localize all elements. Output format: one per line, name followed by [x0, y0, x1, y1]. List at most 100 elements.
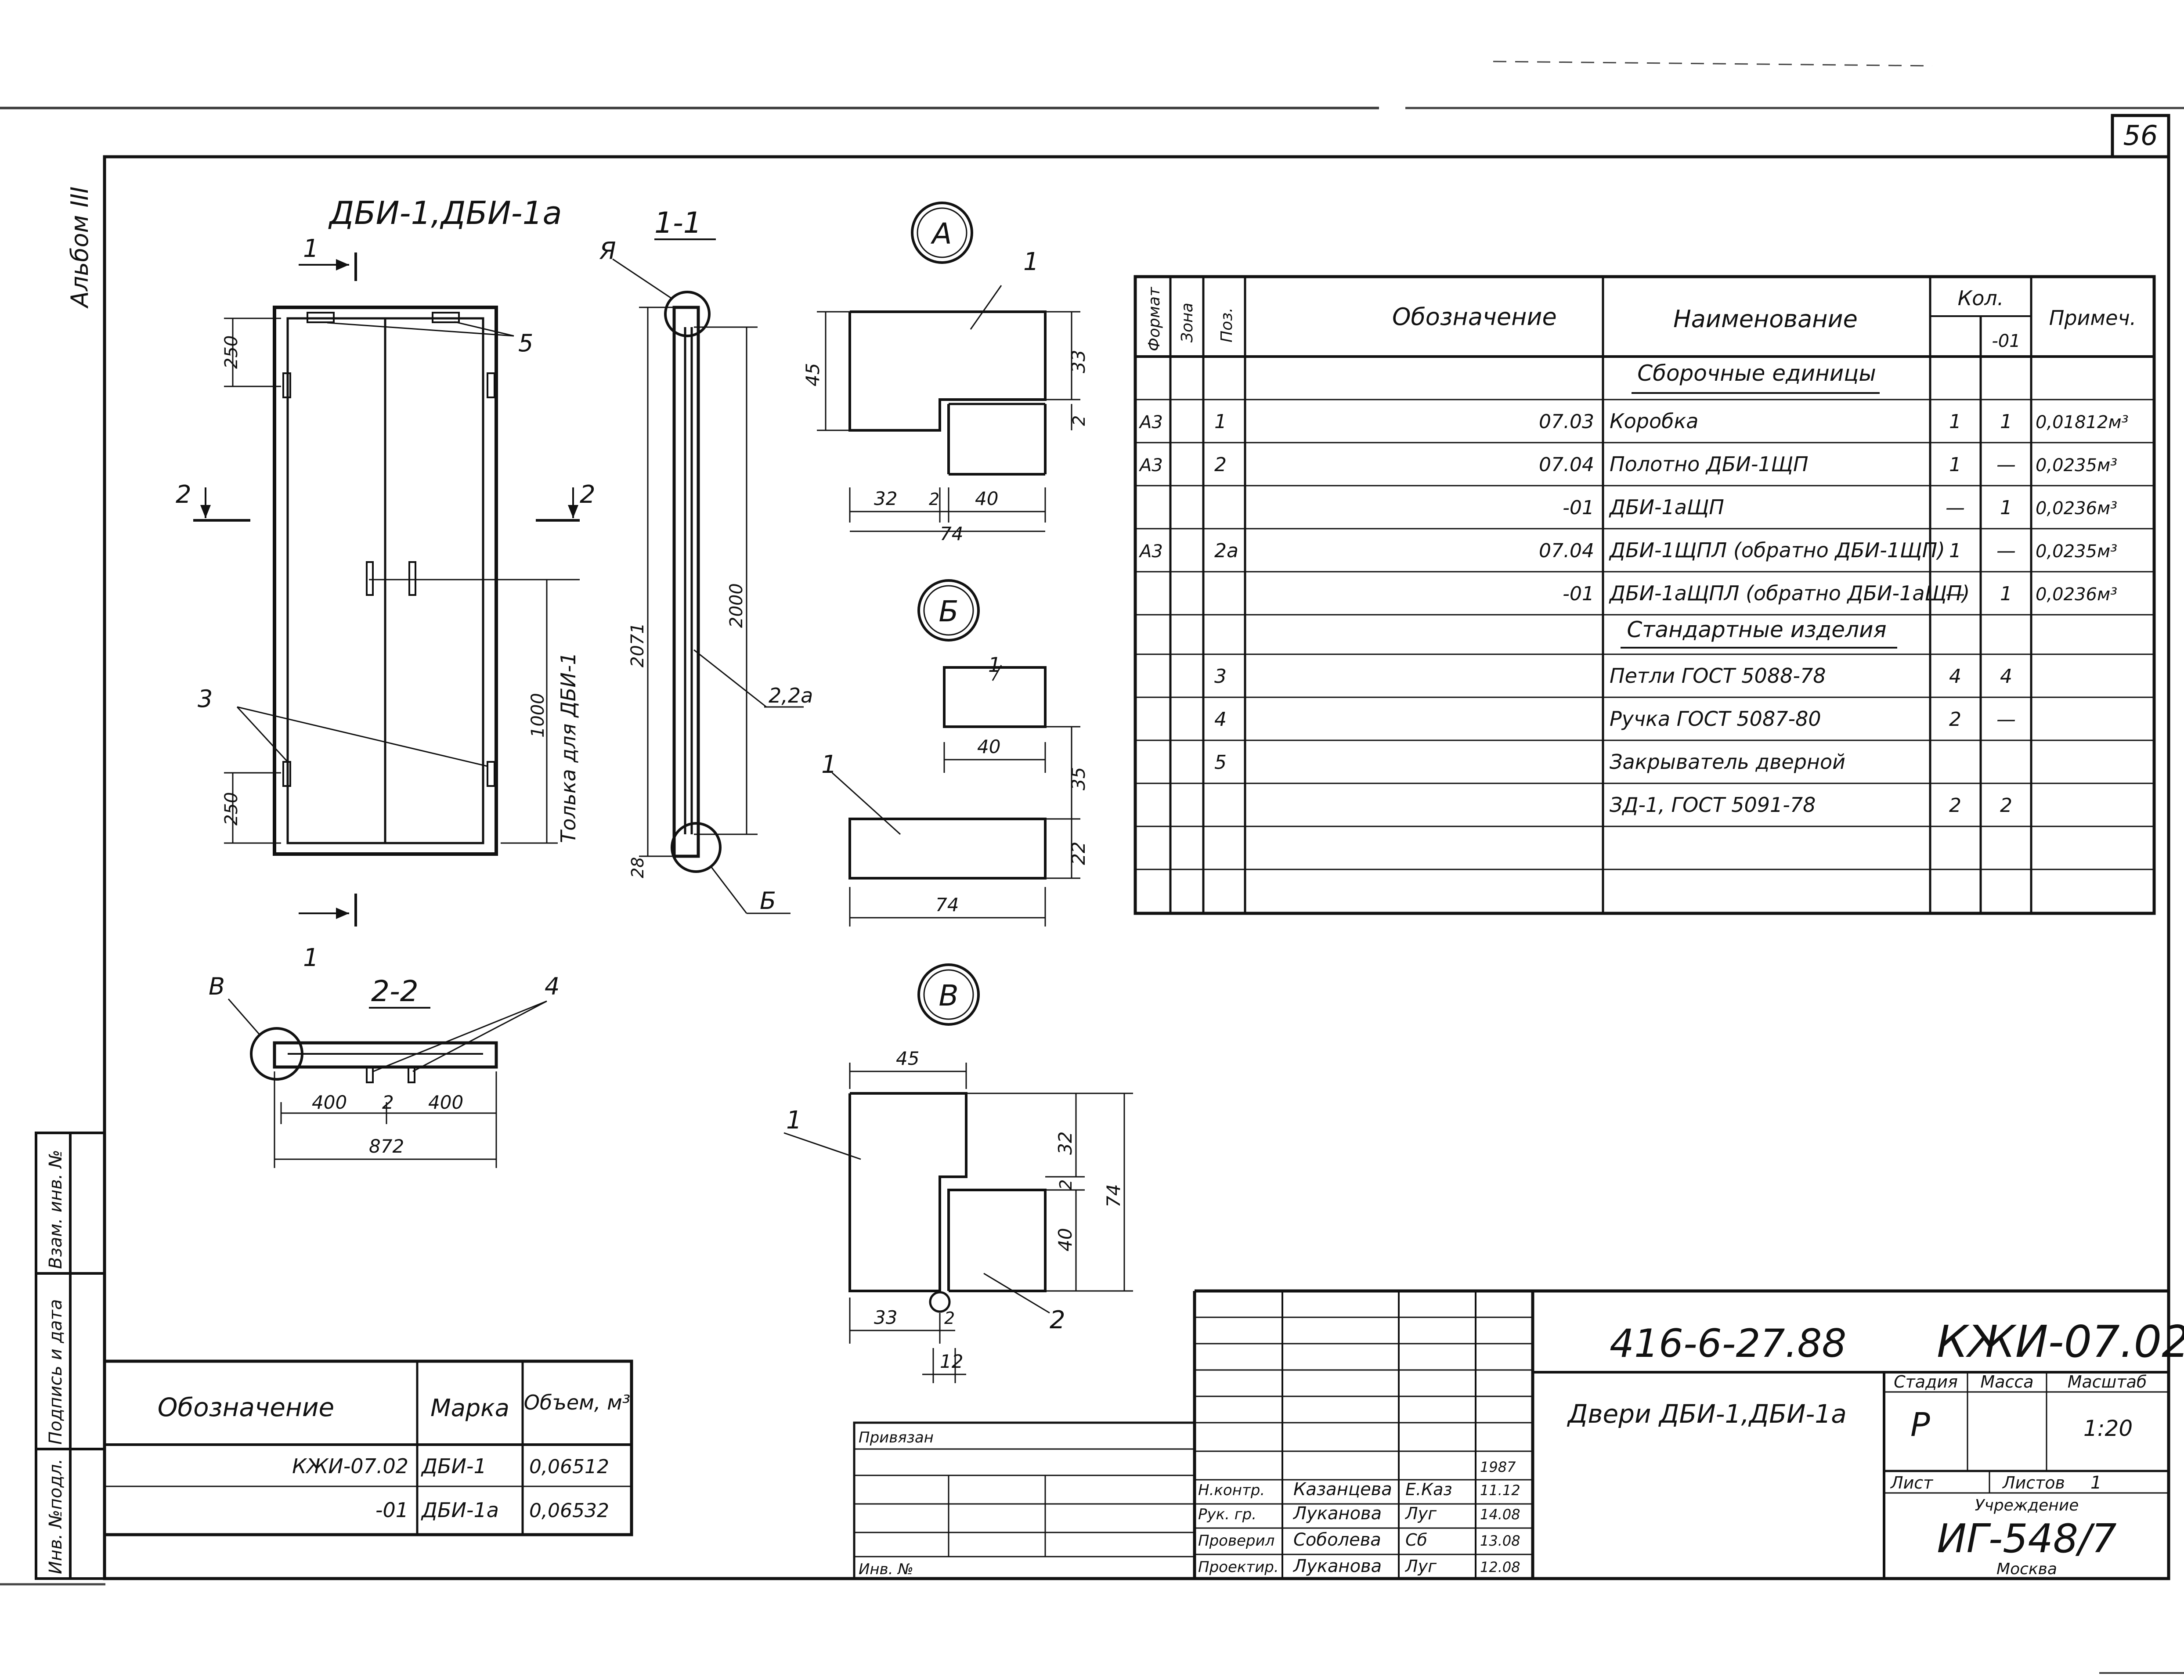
detail-a-callout-1: 1	[1023, 248, 1039, 276]
title-org-label: Учреждение	[1975, 1496, 2079, 1514]
marks-cell-designation: -01	[375, 1498, 408, 1522]
label-b: Б	[760, 887, 776, 915]
title-scale-label: Масштаб	[2068, 1372, 2147, 1392]
callout-5: 5	[518, 329, 533, 357]
spec-cell-pos: 2а	[1214, 540, 1238, 562]
spec-header-qty: Кол.	[1958, 286, 2004, 310]
drawing-main-title: ДБИ-1,ДБИ-1а	[328, 195, 562, 231]
staff-signature: Луг	[1404, 1557, 1437, 1576]
stamp-replace-inv: Взам. инв. №	[46, 1150, 66, 1269]
staff-role: Н.контр.	[1198, 1482, 1265, 1499]
detail-a-dim-74: 74	[940, 523, 963, 544]
spec-header-format: Формат	[1145, 287, 1163, 351]
detail-b-view	[831, 665, 1080, 927]
spec-header-note: Примеч.	[2049, 306, 2137, 330]
dim-400-right: 400	[428, 1092, 463, 1113]
detail-b-title: Б	[939, 595, 958, 628]
spec-cell-qty: —	[1946, 497, 1965, 519]
dim-2-mid: 2	[382, 1092, 394, 1113]
spec-cell-qty: 1	[1949, 454, 1961, 476]
spec-cell-name: Ручка ГОСТ 5087-80	[1610, 707, 1821, 731]
spec-cell-designation: 07.04	[1539, 454, 1594, 476]
marks-cell-volume: 0,06512	[529, 1456, 609, 1478]
spec-header-pos: Поз.	[1218, 307, 1236, 342]
detail-v-dim-2: 2	[1056, 1179, 1076, 1190]
detail-v-callout-2: 2	[1050, 1306, 1065, 1334]
marks-cell-designation: КЖИ-07.02	[292, 1454, 408, 1478]
spec-cell-name: ЗД-1, ГОСТ 5091-78	[1610, 793, 1816, 817]
detail-v-marker	[917, 963, 980, 1026]
spec-cell-note: 0,0236м³	[2036, 498, 2117, 519]
title-project-number: 416-6-27.88	[1610, 1321, 1846, 1366]
spec-cell-format: А3	[1138, 541, 1163, 562]
spec-cell-qty-01: 1	[2000, 411, 2012, 433]
dim-1000: 1000	[528, 693, 548, 738]
spec-cell-name: ДБИ-1аЩПЛ (обратно ДБИ-1аЩП)	[1609, 581, 1970, 605]
detail-a-marker	[911, 202, 973, 264]
spec-header-name: Наименование	[1673, 305, 1858, 333]
marks-header-mark: Марка	[430, 1394, 509, 1422]
sheet-number: 56	[2123, 119, 2158, 151]
detail-b-dim-22: 22	[1068, 842, 1089, 865]
title-org-value: ИГ-548/7	[1937, 1516, 2116, 1562]
detail-v-dim-45: 45	[896, 1048, 919, 1069]
marks-cell-mark: ДБИ-1а	[421, 1498, 499, 1522]
staff-date: 12.08	[1480, 1559, 1520, 1575]
staff-date: 13.08	[1480, 1532, 1520, 1549]
detail-a-dim-40: 40	[975, 488, 998, 509]
title-document-code: КЖИ-07.02	[1937, 1316, 2184, 1367]
staff-signature: Луг	[1404, 1504, 1437, 1523]
detail-a-dim-2b: 2	[929, 490, 939, 509]
spec-cell-name: Закрыватель дверной	[1610, 750, 1845, 774]
section-2-2-title: 2-2	[371, 974, 419, 1008]
marks-header-designation: Обозначение	[158, 1392, 334, 1422]
title-stage-value: Р	[1910, 1406, 1930, 1444]
staff-date: 11.12	[1480, 1482, 1520, 1499]
dim-250-top: 250	[221, 335, 242, 369]
dim-28: 28	[628, 857, 647, 878]
dim-400-left: 400	[312, 1092, 347, 1113]
spec-cell-qty-01: —	[1996, 454, 2016, 476]
staff-name: Казанцева	[1293, 1479, 1392, 1500]
detail-v-view	[783, 1063, 1133, 1383]
detail-a-view	[817, 285, 1080, 532]
spec-cell-pos: 2	[1214, 454, 1227, 476]
staff-role: Рук. гр.	[1198, 1506, 1256, 1523]
spec-cell-designation: -01	[1563, 583, 1594, 605]
marks-cell-volume: 0,06532	[529, 1500, 609, 1522]
title-sheets-value: 1	[2090, 1473, 2101, 1493]
spec-cell-pos: 4	[1214, 708, 1227, 731]
staff-signature: Сб	[1405, 1530, 1427, 1550]
spec-cell-qty: —	[1946, 583, 1965, 605]
title-city: Москва	[1996, 1560, 2057, 1578]
cut-1-top: 1	[303, 234, 319, 263]
spec-header-zone: Зона	[1178, 303, 1196, 342]
scan-edge-lines	[0, 61, 2184, 1674]
album-label: Альбом III	[66, 187, 94, 309]
spec-header-designation: Обозначение	[1392, 303, 1557, 331]
title-year: 1987	[1480, 1459, 1516, 1475]
spec-cell-qty: 4	[1949, 665, 1961, 688]
spec-cell-designation: 07.04	[1539, 540, 1594, 562]
callout-v: В	[209, 973, 225, 1000]
spec-cell-qty-01: 2	[2000, 794, 2012, 817]
detail-a-dim-2: 2	[1069, 415, 1089, 426]
marks-cell-mark: ДБИ-1	[421, 1454, 487, 1478]
detail-b-callout-1b: 1	[821, 750, 837, 779]
detail-a-dim-33: 33	[1068, 350, 1089, 373]
spec-cell-qty-01: —	[1996, 708, 2016, 731]
marks-table-rows: КЖИ-07.02 ДБИ-1 0,06512 -01 ДБИ-1а 0,06532	[292, 1454, 609, 1522]
staff-role: Проверил	[1198, 1532, 1274, 1550]
stamp-sign-date: Подпись и дата	[46, 1299, 66, 1445]
dim-2071: 2071	[628, 623, 648, 667]
detail-a-dim-45: 45	[802, 363, 823, 386]
dim-872: 872	[369, 1136, 404, 1157]
detail-v-dim-40: 40	[1054, 1228, 1076, 1251]
marks-table-grid	[103, 1359, 633, 1536]
cut-2-left: 2	[176, 480, 191, 509]
spec-section-heading: Стандартные изделия	[1627, 617, 1886, 642]
title-sheets-label: Листов	[2002, 1473, 2065, 1493]
title-inv-no: Инв. №	[859, 1561, 913, 1578]
